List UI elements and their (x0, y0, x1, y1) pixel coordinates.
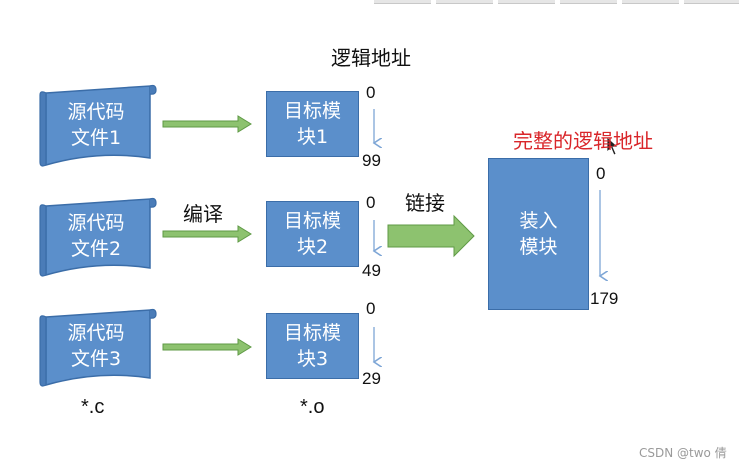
object-module-2-line1: 目标模 (283, 210, 341, 232)
source-file-2-line1: 源代码 (67, 212, 125, 234)
source-file-1-label: 源代码 文件1 (51, 99, 141, 151)
source-file-3-line2: 文件3 (70, 348, 122, 370)
compile-arrow-3 (162, 338, 252, 356)
toolbar-button-2[interactable] (436, 0, 493, 4)
source-scroll-1 (39, 84, 157, 167)
toolbar-button-1[interactable] (374, 0, 431, 4)
compile-arrow-1 (162, 115, 252, 133)
link-label: 链接 (405, 191, 445, 215)
object-module-3: 目标模 块3 (266, 313, 359, 379)
load-module-end-address: 179 (590, 289, 619, 308)
source-file-3-label: 源代码 文件3 (51, 320, 141, 372)
object-3-end-address: 29 (362, 369, 381, 388)
compile-label: 编译 (183, 202, 223, 226)
watermark: CSDN @two 倩 (639, 446, 727, 460)
object-module-1-line2: 块1 (296, 126, 329, 148)
object-1-start-address: 0 (366, 83, 376, 102)
object-2-start-address: 0 (366, 193, 376, 212)
object-1-end-address: 99 (362, 151, 381, 170)
toolbar-button-5[interactable] (622, 0, 679, 4)
logical-address-title: 逻辑地址 (331, 46, 411, 70)
source-scroll-3 (39, 308, 157, 387)
object-module-2: 目标模 块2 (266, 201, 359, 267)
toolbar-button-4[interactable] (560, 0, 617, 4)
toolbar-button-3[interactable] (498, 0, 555, 4)
load-module-line1: 装入 (519, 210, 558, 232)
load-module-start-address: 0 (596, 164, 606, 183)
object-extension-label: *.o (300, 396, 325, 418)
object-2-end-address: 49 (362, 261, 381, 280)
complete-logical-address-label: 完整的逻辑地址 (513, 129, 653, 153)
object-module-2-line2: 块2 (296, 236, 329, 258)
load-module: 装入 模块 (488, 158, 589, 310)
object-3-start-address: 0 (366, 299, 376, 318)
source-file-1-line2: 文件1 (70, 127, 122, 149)
mouse-cursor-icon (606, 136, 620, 156)
object-module-3-line1: 目标模 (283, 322, 341, 344)
compile-arrow-2 (162, 225, 252, 243)
link-arrow (387, 214, 475, 258)
source-file-2-line2: 文件2 (70, 238, 122, 260)
object-module-1: 目标模 块1 (266, 91, 359, 157)
load-module-line2: 模块 (519, 236, 558, 258)
source-file-1-line1: 源代码 (67, 101, 125, 123)
source-file-3-line1: 源代码 (67, 322, 125, 344)
object-module-3-line2: 块3 (296, 348, 329, 370)
source-scroll-2 (39, 197, 157, 277)
source-extension-label: *.c (81, 396, 105, 418)
toolbar-button-6[interactable] (684, 0, 739, 4)
source-file-2-label: 源代码 文件2 (51, 210, 141, 262)
object-module-1-line1: 目标模 (283, 100, 341, 122)
